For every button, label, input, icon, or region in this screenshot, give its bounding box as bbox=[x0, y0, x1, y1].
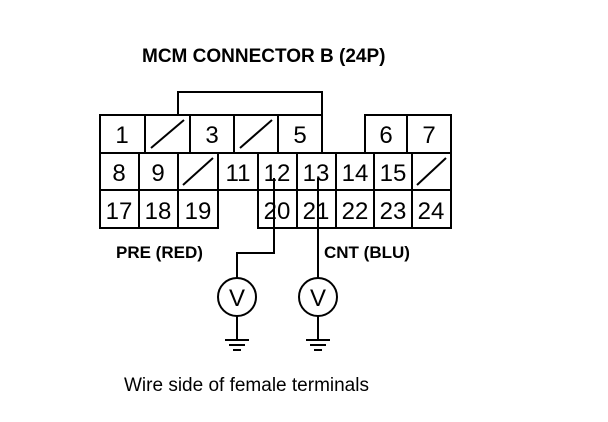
pin-cell-18 bbox=[138, 189, 179, 229]
pin-label-6: 6 bbox=[379, 122, 392, 149]
pin-2-unused-slash bbox=[150, 119, 185, 149]
voltmeter-pre-symbol: V bbox=[229, 285, 245, 312]
pin-label-8: 8 bbox=[112, 160, 125, 187]
pin-label-1: 1 bbox=[115, 122, 128, 149]
pin-label-21: 21 bbox=[303, 198, 330, 225]
pin-label-17: 17 bbox=[106, 198, 133, 225]
pin-label-15: 15 bbox=[380, 160, 407, 187]
connector-row-2: 8 9 11 12 13 14 15 bbox=[99, 152, 452, 191]
connector-row-3: 17 18 19 20 21 22 23 24 bbox=[99, 189, 452, 229]
pin-cell-6 bbox=[364, 114, 408, 154]
label-cnt-blu: CNT (BLU) bbox=[324, 243, 410, 262]
pin-10-unused-slash bbox=[182, 157, 214, 186]
pin-label-20: 20 bbox=[264, 198, 291, 225]
pin-label-22: 22 bbox=[342, 198, 369, 225]
pin-label-7: 7 bbox=[422, 122, 435, 149]
pin-label-14: 14 bbox=[342, 160, 369, 187]
pin-label-5: 5 bbox=[293, 122, 306, 149]
voltmeter-pre: V bbox=[217, 277, 257, 340]
voltmeter-cnt: V bbox=[298, 277, 338, 340]
diagram-caption: Wire side of female terminals bbox=[124, 375, 369, 396]
pin-cell-22 bbox=[335, 189, 375, 229]
pin-16-unused-slash bbox=[416, 157, 447, 186]
pin-cell-24 bbox=[411, 189, 452, 229]
pin-label-9: 9 bbox=[151, 160, 164, 187]
pin-label-18: 18 bbox=[145, 198, 172, 225]
label-pre-red: PRE (RED) bbox=[116, 243, 203, 262]
pin-cell-15 bbox=[373, 152, 413, 191]
pin-cell-12 bbox=[257, 152, 298, 191]
pin-cell-7 bbox=[406, 114, 452, 154]
pin-label-24: 24 bbox=[418, 198, 445, 225]
pin-label-12: 12 bbox=[264, 160, 291, 187]
pin-label-13: 13 bbox=[303, 160, 330, 187]
pin-label-3: 3 bbox=[205, 122, 218, 149]
pin-label-11: 11 bbox=[226, 160, 251, 187]
connector-lock-tab bbox=[177, 91, 323, 115]
ground-icon bbox=[225, 339, 249, 351]
pin-cell-14 bbox=[335, 152, 375, 191]
pin-cell-5 bbox=[277, 114, 323, 154]
probe-wire-pre bbox=[236, 178, 275, 278]
pin-label-23: 23 bbox=[380, 198, 407, 225]
pin-label-19: 19 bbox=[185, 198, 212, 225]
connector-row-1: 1 3 5 6 7 bbox=[99, 114, 452, 154]
diagram-title: MCM CONNECTOR B (24P) bbox=[142, 46, 386, 67]
pin-cell-19 bbox=[177, 189, 219, 229]
ground-icon bbox=[306, 339, 330, 351]
voltmeter-cnt-symbol: V bbox=[310, 285, 326, 312]
pin-cell-21 bbox=[296, 189, 337, 229]
pin-4-unused-slash bbox=[239, 119, 273, 149]
pin-cell-11 bbox=[217, 152, 259, 191]
